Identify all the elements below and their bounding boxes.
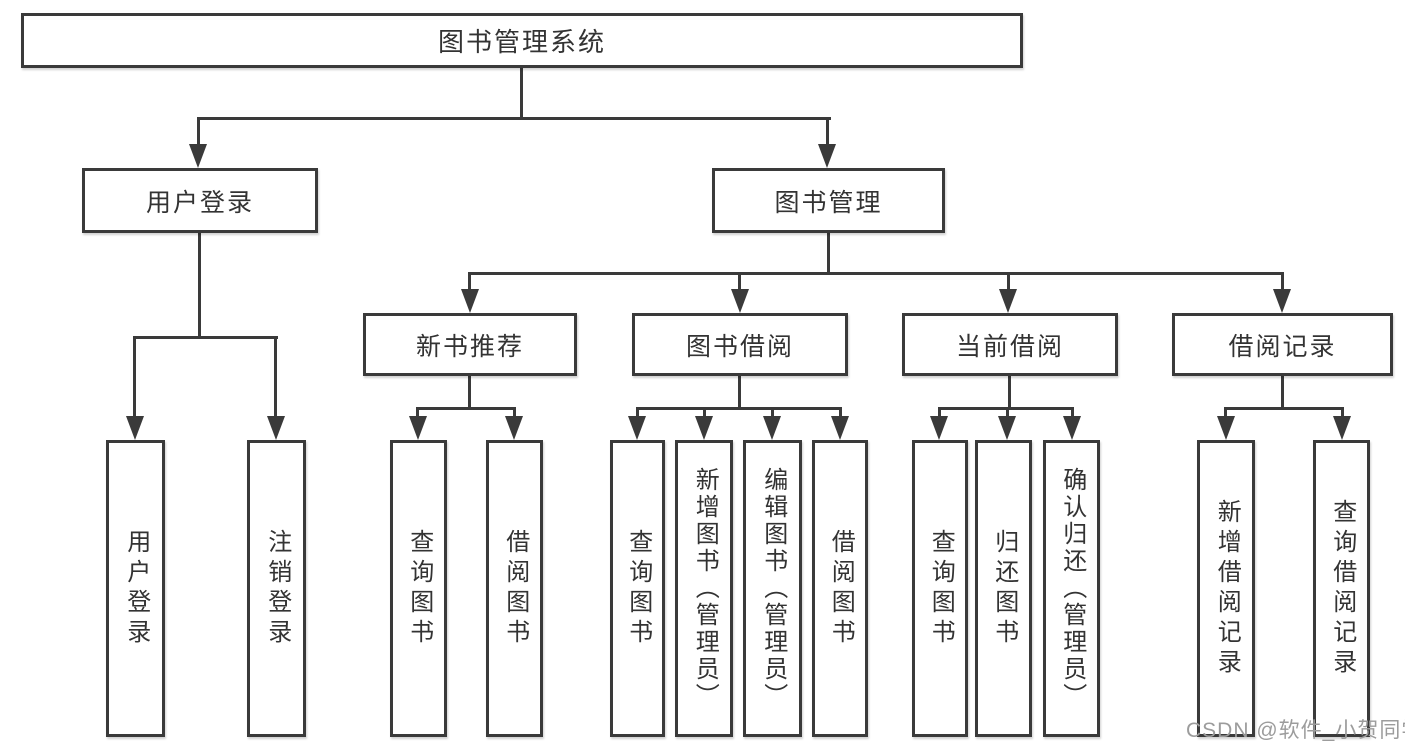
connector-bookmgmt-drop bbox=[827, 233, 830, 275]
node-new-book: 新书推荐 bbox=[363, 313, 577, 376]
leaf-logout: 注销登录 bbox=[247, 440, 306, 737]
connector-stub bbox=[1071, 407, 1074, 419]
leaf-bookborrow-add: 新增图书（管理员） bbox=[675, 440, 733, 737]
arrow-down-icon bbox=[930, 416, 948, 440]
leaf-newbook-borrow: 借阅图书 bbox=[486, 440, 543, 737]
arrow-down-icon bbox=[461, 289, 479, 313]
connector-stub bbox=[513, 407, 516, 419]
connector-newbook-rail bbox=[416, 407, 516, 410]
connector-bookmgmt-rail bbox=[468, 272, 1284, 275]
connector-bookborrow-drop bbox=[738, 376, 741, 410]
connector-stub bbox=[1224, 407, 1227, 419]
node-user-login: 用户登录 bbox=[82, 168, 318, 233]
arrow-down-icon bbox=[1333, 416, 1351, 440]
connector-userlogin-rail bbox=[133, 336, 278, 339]
node-current-borrow: 当前借阅 bbox=[902, 313, 1118, 376]
leaf-user-login: 用户登录 bbox=[106, 440, 165, 737]
leaf-bookborrow-query: 查询图书 bbox=[610, 440, 665, 737]
leaf-bookborrow-borrow: 借阅图书 bbox=[812, 440, 868, 737]
connector-stub bbox=[636, 407, 639, 419]
node-book-borrow: 图书借阅 bbox=[632, 313, 848, 376]
arrow-down-icon bbox=[189, 144, 207, 168]
leaf-currentborrow-confirm: 确认归还（管理员） bbox=[1043, 440, 1100, 737]
connector-stub bbox=[703, 407, 706, 419]
connector-currentborrow-drop bbox=[1008, 376, 1011, 410]
node-borrow-record: 借阅记录 bbox=[1172, 313, 1393, 376]
connector-stub bbox=[468, 272, 471, 292]
connector-stub bbox=[197, 117, 200, 150]
connector-userlogin-drop bbox=[198, 233, 201, 339]
arrow-down-icon bbox=[1273, 289, 1291, 313]
leaf-newbook-query: 查询图书 bbox=[390, 440, 447, 737]
connector-stub bbox=[1006, 407, 1009, 419]
connector-stub bbox=[826, 117, 829, 150]
connector-bookborrow-rail bbox=[636, 407, 842, 410]
arrow-down-icon bbox=[505, 416, 523, 440]
connector-stub bbox=[1007, 272, 1010, 292]
arrow-down-icon bbox=[1217, 416, 1235, 440]
connector-newbook-drop bbox=[468, 376, 471, 410]
leaf-borrowrecord-add: 新增借阅记录 bbox=[1197, 440, 1255, 737]
connector-borrowrecord-rail bbox=[1224, 407, 1344, 410]
watermark: CSDN @软件_小贺同学 bbox=[1186, 719, 1405, 742]
connector-stub bbox=[938, 407, 941, 419]
connector-stub bbox=[1341, 407, 1344, 419]
connector-borrowrecord-drop bbox=[1281, 376, 1284, 410]
connector-stub bbox=[1281, 272, 1284, 292]
leaf-currentborrow-return: 归还图书 bbox=[975, 440, 1032, 737]
node-root: 图书管理系统 bbox=[21, 13, 1023, 68]
connector-root-drop bbox=[520, 68, 523, 120]
arrow-down-icon bbox=[695, 416, 713, 440]
arrow-down-icon bbox=[409, 416, 427, 440]
connector-root-rail bbox=[197, 117, 831, 120]
arrow-down-icon bbox=[267, 416, 285, 440]
arrow-down-icon bbox=[126, 416, 144, 440]
arrow-down-icon bbox=[818, 144, 836, 168]
connector-stub bbox=[839, 407, 842, 419]
node-book-mgmt: 图书管理 bbox=[712, 168, 945, 233]
leaf-currentborrow-query: 查询图书 bbox=[912, 440, 968, 737]
leaf-borrowrecord-query: 查询借阅记录 bbox=[1313, 440, 1370, 737]
connector-stub bbox=[416, 407, 419, 419]
connector-stub bbox=[133, 336, 136, 419]
arrow-down-icon bbox=[628, 416, 646, 440]
arrow-down-icon bbox=[1063, 416, 1081, 440]
connector-stub bbox=[738, 272, 741, 292]
arrow-down-icon bbox=[998, 416, 1016, 440]
connector-stub bbox=[274, 336, 277, 419]
leaf-bookborrow-edit: 编辑图书（管理员） bbox=[743, 440, 802, 737]
arrow-down-icon bbox=[999, 289, 1017, 313]
connector-stub bbox=[771, 407, 774, 419]
arrow-down-icon bbox=[763, 416, 781, 440]
arrow-down-icon bbox=[731, 289, 749, 313]
arrow-down-icon bbox=[831, 416, 849, 440]
